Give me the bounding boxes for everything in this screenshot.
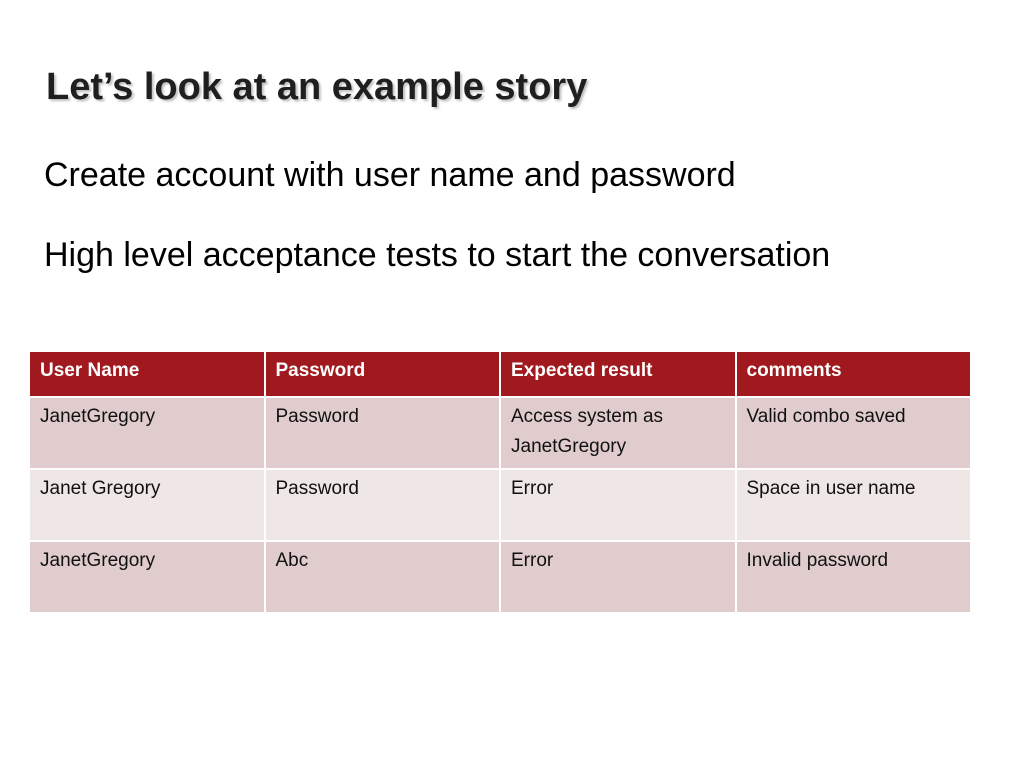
cell-password: Password	[263, 396, 501, 470]
cell-comments: Space in user name	[734, 468, 972, 542]
header-password: Password	[263, 350, 501, 398]
cell-expected-result: Error	[499, 540, 737, 614]
acceptance-test-table: User Name Password Expected result comme…	[28, 350, 972, 614]
table-row: JanetGregory Password Access system as J…	[28, 396, 972, 470]
cell-expected-result: Error	[499, 468, 737, 542]
cell-comments: Valid combo saved	[734, 396, 972, 470]
cell-expected-result: Access system as JanetGregory	[499, 396, 737, 470]
header-expected-result: Expected result	[499, 350, 737, 398]
slide-title: Let’s look at an example story	[46, 66, 588, 108]
table-header-row: User Name Password Expected result comme…	[28, 350, 972, 398]
table-row: Janet Gregory Password Error Space in us…	[28, 468, 972, 542]
cell-password: Abc	[263, 540, 501, 614]
header-user-name: User Name	[28, 350, 266, 398]
cell-password: Password	[263, 468, 501, 542]
bullet-list: Create account with user name and passwo…	[44, 150, 1014, 310]
cell-user-name: Janet Gregory	[28, 468, 266, 542]
cell-user-name: JanetGregory	[28, 396, 266, 470]
bullet-item: High level acceptance tests to start the…	[44, 236, 831, 274]
header-comments: comments	[734, 350, 972, 398]
cell-comments: Invalid password	[734, 540, 972, 614]
cell-user-name: JanetGregory	[28, 540, 266, 614]
table-row: JanetGregory Abc Error Invalid password	[28, 540, 972, 614]
bullet-item: Create account with user name and passwo…	[44, 156, 736, 194]
